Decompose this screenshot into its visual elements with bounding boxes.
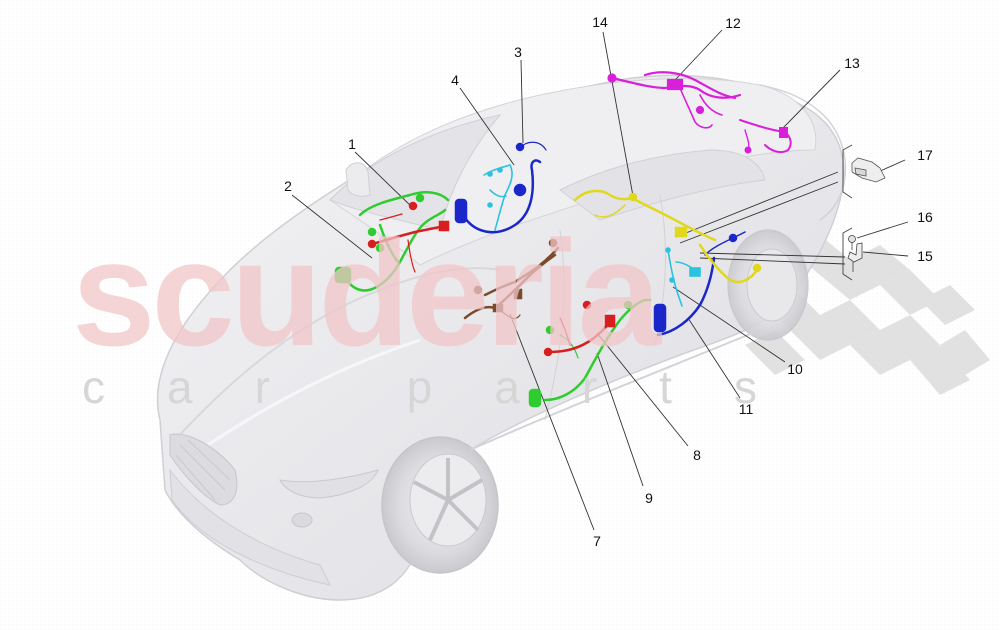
callout-lines bbox=[291, 29, 909, 531]
harness-12-magenta-tailgate bbox=[607, 71, 742, 129]
part-15-clip bbox=[847, 242, 863, 272]
harness-9-green-rear bbox=[528, 298, 652, 408]
harness-13-magenta-rear bbox=[739, 119, 792, 154]
callout-15[interactable]: 15 bbox=[917, 248, 933, 264]
harness-8-red-rear bbox=[543, 300, 616, 357]
callout-3[interactable]: 3 bbox=[514, 44, 522, 60]
harness-3-blue-dash bbox=[454, 141, 547, 234]
harness-11-blue-rear bbox=[653, 231, 746, 337]
harness-2-green-front bbox=[334, 191, 450, 292]
bracket-group-15-16 bbox=[842, 227, 853, 281]
callout-4[interactable]: 4 bbox=[451, 72, 459, 88]
bracket-group-17 bbox=[842, 144, 853, 199]
part-17-bracket bbox=[851, 157, 886, 183]
callout-14[interactable]: 14 bbox=[592, 14, 608, 30]
callout-2[interactable]: 2 bbox=[284, 178, 292, 194]
callout-16[interactable]: 16 bbox=[917, 209, 933, 225]
callout-8[interactable]: 8 bbox=[693, 447, 701, 463]
harness-14-yellow-roof bbox=[573, 189, 762, 284]
harness-7-brown-cabin bbox=[463, 238, 560, 320]
callout-12[interactable]: 12 bbox=[725, 15, 741, 31]
harness-4-cyan-dash bbox=[483, 164, 513, 231]
part-16-screw bbox=[848, 235, 856, 250]
callout-9[interactable]: 9 bbox=[645, 490, 653, 506]
harness-10-cyan-rear bbox=[665, 247, 701, 307]
callout-11[interactable]: 11 bbox=[738, 401, 754, 417]
car-body bbox=[156, 74, 847, 601]
harness-1-red-front bbox=[367, 201, 450, 273]
callout-1[interactable]: 1 bbox=[348, 136, 356, 152]
callout-10[interactable]: 10 bbox=[787, 361, 803, 377]
checker-floor bbox=[745, 235, 990, 395]
callout-13[interactable]: 13 bbox=[844, 55, 860, 71]
callout-17[interactable]: 17 bbox=[917, 147, 933, 163]
callout-7[interactable]: 7 bbox=[593, 533, 601, 549]
